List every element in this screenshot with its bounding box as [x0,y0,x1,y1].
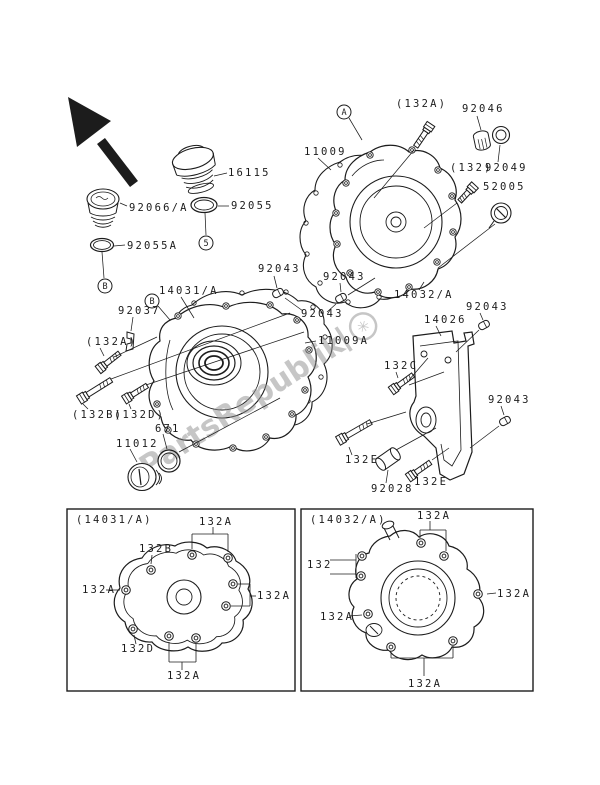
label-132e-1: 132E [345,454,379,466]
ref-circle-5: 5 [198,235,214,251]
label-132e-2: 132E [414,476,448,488]
ref-a-text: A [341,108,346,118]
label-92043-b: 92043 [323,271,366,283]
label-92055: 92055 [231,200,274,212]
label-16115: 16115 [228,167,271,179]
label-92043-e: 92043 [488,394,531,406]
oil-filler-cap-part [171,144,216,194]
label-132b: (132B) [72,409,123,421]
detail-right-label-bottom: 132A [408,678,442,690]
label-14026: 14026 [424,314,467,326]
oring-92055a-part [89,237,115,253]
detail-left-label-left: 132A [82,584,116,596]
plug-92066-part [86,188,120,228]
detail-right-label-mid-left: 132A [320,611,354,623]
label-92043-c: 92043 [301,308,344,320]
detail-box-14032: (14032/A) [300,508,534,692]
detail-left-label-right: 132A [257,590,291,602]
label-92043-a: 92043 [258,263,301,275]
bearing-92046-part [472,130,491,151]
ref-circle-b1: B [97,278,113,294]
detail-box-14031: (14031/A) 132A 132B 132A 132A [66,508,296,692]
detail-box-left-title: (14031/A) [76,514,153,526]
ref-circle-b2: B [144,293,160,309]
detail-left-label-upper-left: 132B [139,543,173,555]
label-92055a: 92055A [127,240,178,252]
label-92066a: 92066/A [129,202,189,214]
cap-11012-part [127,462,162,492]
ref-circle-a: A [336,104,352,120]
oil-level-gauge-part [488,202,512,229]
chain-cover-drawing [409,330,475,481]
label-92043-d: 92043 [466,301,509,313]
detail-right-label-top: 132A [417,510,451,522]
label-14031a: 14031/A [159,285,219,297]
leader-lines [82,115,505,484]
bushing-92028-part [375,447,401,471]
label-11009: 11009 [304,146,347,158]
label-92028: 92028 [371,483,414,495]
oring-671-part [157,449,181,473]
oil-seal-92049-part [491,125,511,145]
label-671: 671 [155,423,181,435]
label-132: (132) [450,162,493,174]
label-132d: (132D) [114,409,165,421]
detail-left-label-top: 132A [199,516,233,528]
clamp-92037-part [125,331,135,352]
label-11009a: 11009A [318,335,369,347]
ref-b1-text: B [102,282,107,292]
label-11012: 11012 [116,438,159,450]
label-92037: 92037 [118,305,161,317]
oring-92055-part [190,196,218,214]
ref-5-text: 5 [203,239,208,249]
label-132a-left: (132A) [86,336,137,348]
detail-left-label-bottom: 132A [167,670,201,682]
detail-right-label-right: 132A [497,588,531,600]
label-132a-top: (132A) [396,98,447,110]
direction-arrow [68,97,138,188]
ref-b2-text: B [149,297,154,307]
detail-left-label-lower-left: 132D [121,643,155,655]
part-labels: 16115 92055 92066/A 92055A (132A) 92046 … [72,98,531,495]
label-52005: 52005 [483,181,526,193]
label-132c: 132C [384,360,418,372]
label-92046: 92046 [462,103,505,115]
label-92049: 92049 [485,162,528,174]
label-14032a: 14032/A [394,289,454,301]
detail-right-label-left: 132 [307,559,333,571]
detail-box-right-title: (14032/A) [310,514,387,526]
